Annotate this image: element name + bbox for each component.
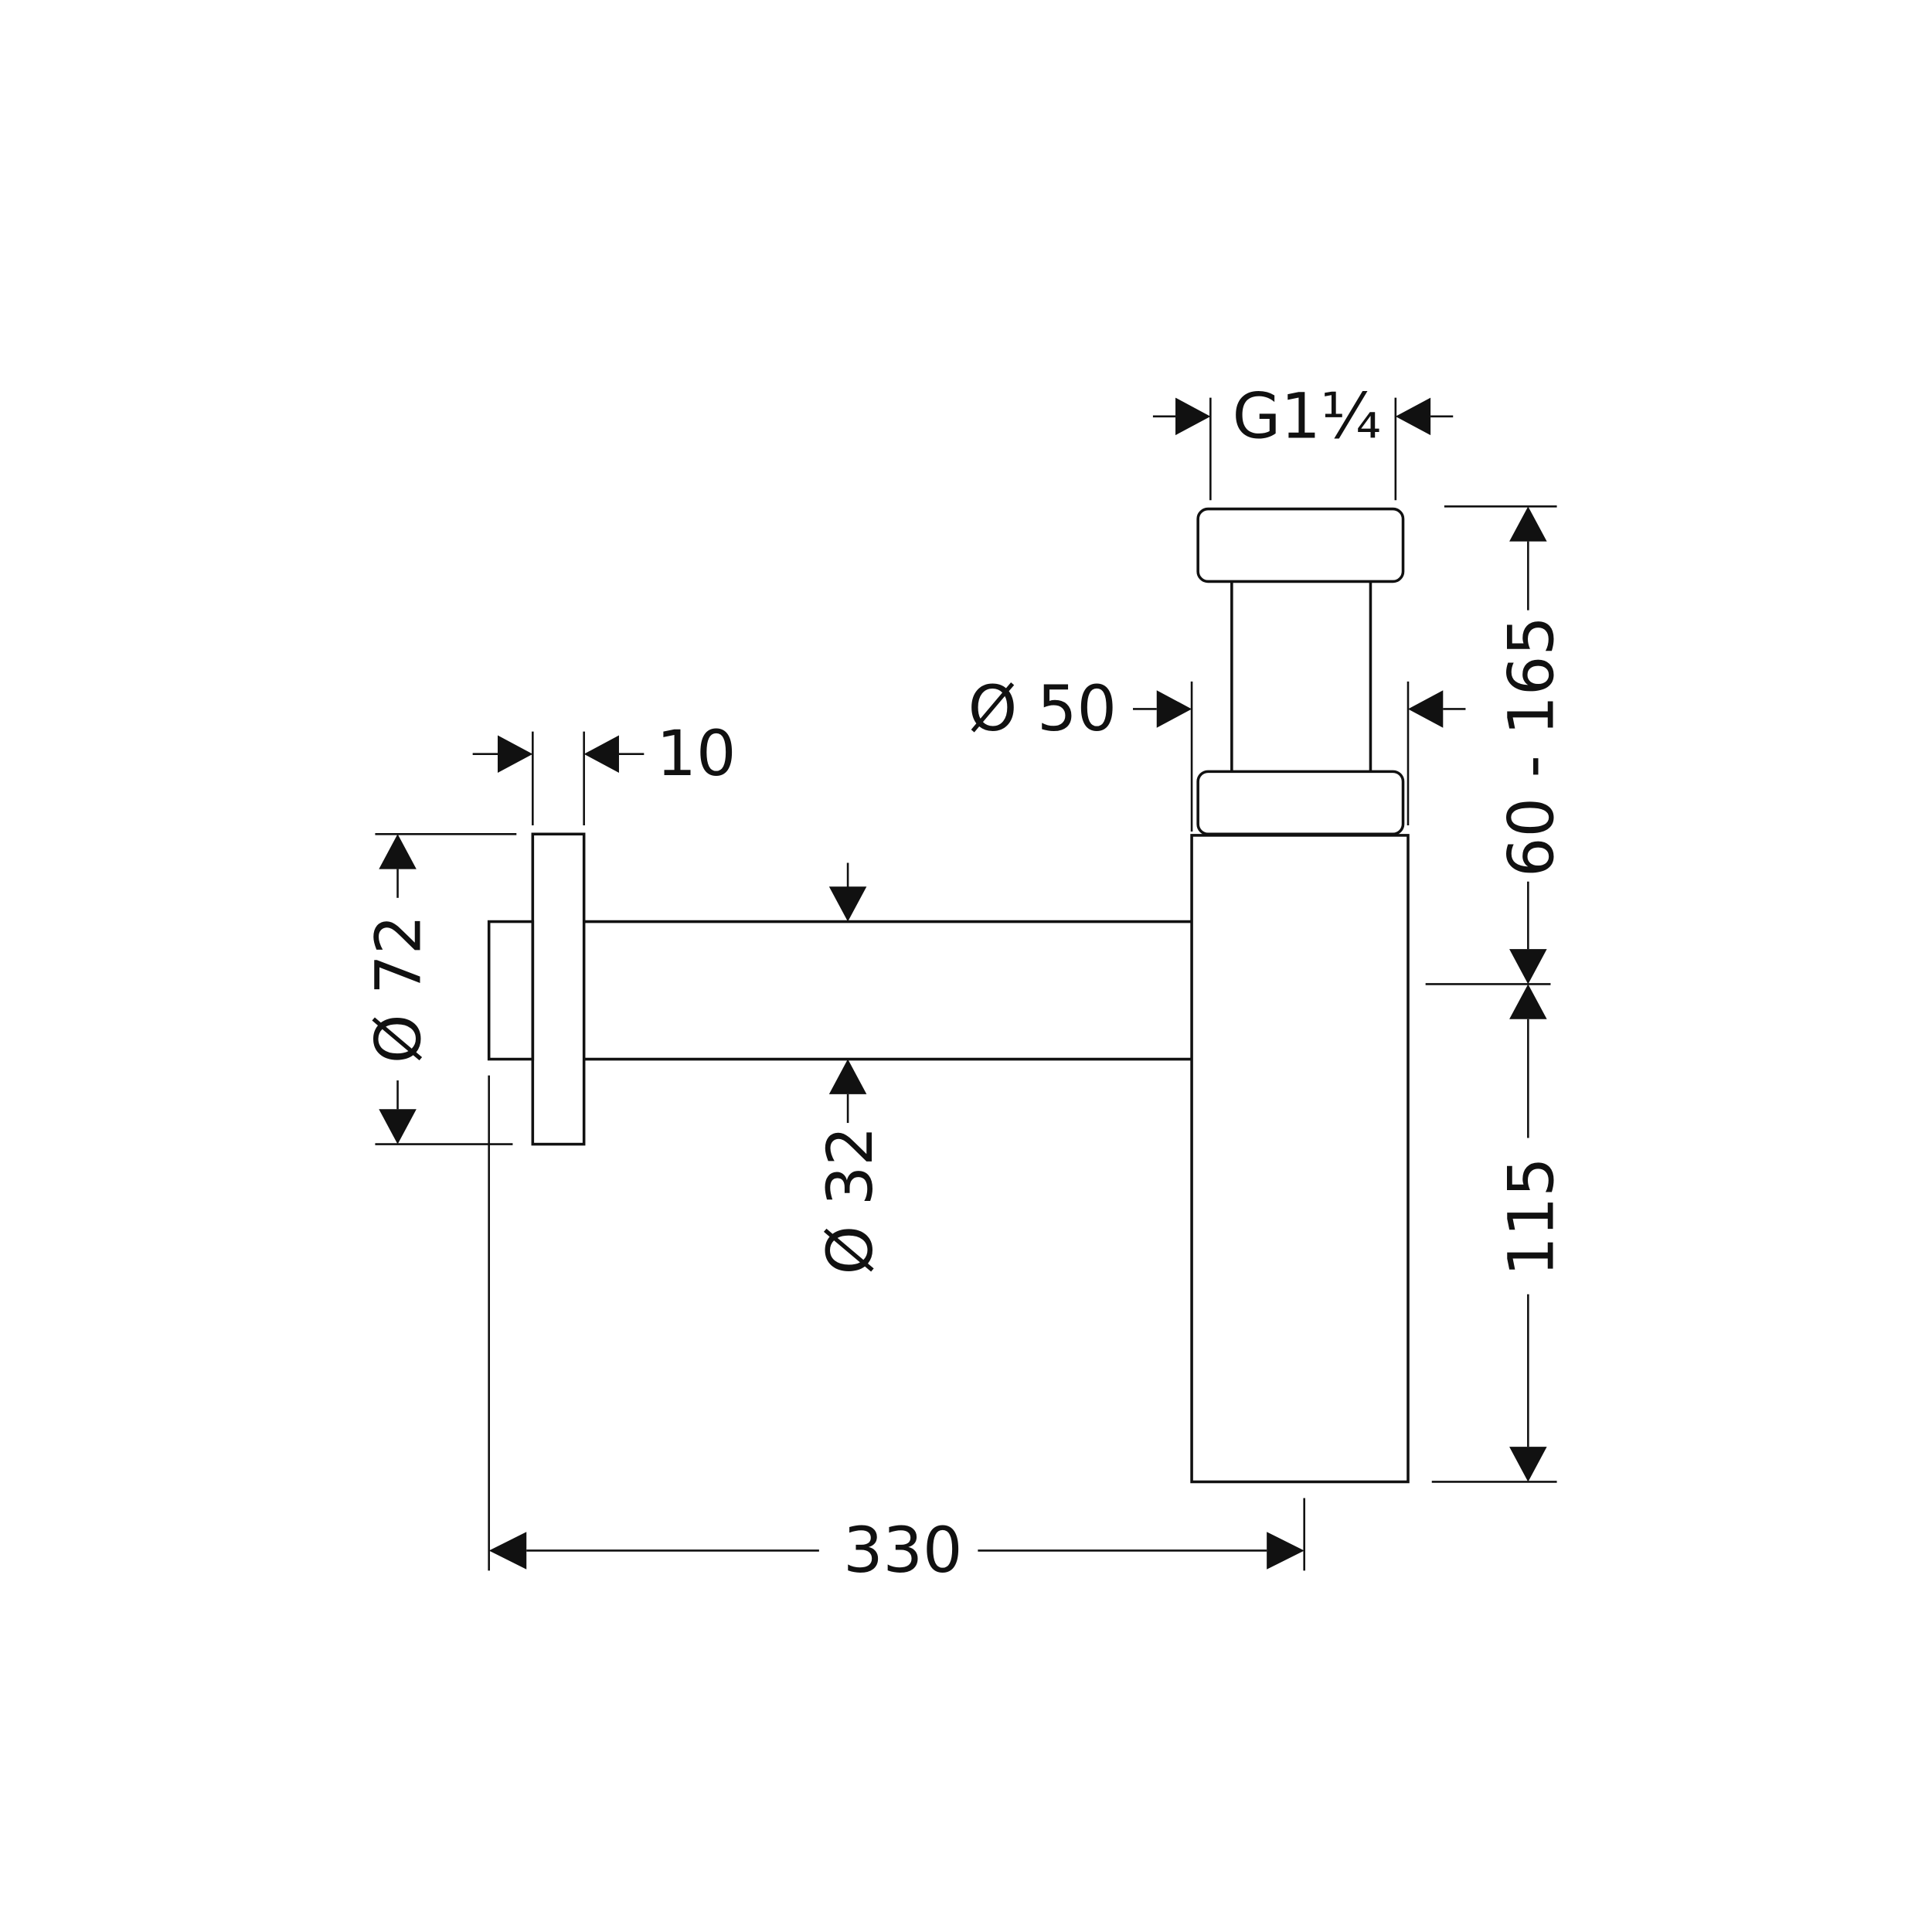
projection-label: 330 (843, 1515, 962, 1587)
flange-diameter-label: Ø 72 (363, 915, 436, 1063)
wall-flange (487, 832, 586, 1146)
dimension-projection: 330 (488, 1075, 1305, 1587)
body-diameter-label: Ø 50 (968, 673, 1117, 746)
dimension-adjustable-height: 60 - 165 (1425, 505, 1569, 985)
lower-height-label: 115 (1496, 1157, 1569, 1276)
flange-thickness-label: 10 (657, 718, 736, 791)
dimension-flange-diameter: Ø 72 (363, 832, 517, 1145)
adjustable-height-label: 60 - 165 (1496, 616, 1569, 877)
trap-body (1190, 507, 1410, 1484)
dimension-outlet-thread: G1¼ (1152, 380, 1454, 501)
dimension-pipe-diameter: Ø 32 (815, 862, 887, 1275)
outlet-thread-label: G1¼ (1233, 380, 1382, 453)
outlet-pipe (583, 920, 1192, 1061)
pipe-diameter-label: Ø 32 (815, 1126, 887, 1274)
dimension-lower-height: 115 (1431, 984, 1569, 1483)
dimension-flange-thickness: 10 (472, 718, 736, 825)
dimension-body-diameter: Ø 50 (968, 673, 1466, 832)
